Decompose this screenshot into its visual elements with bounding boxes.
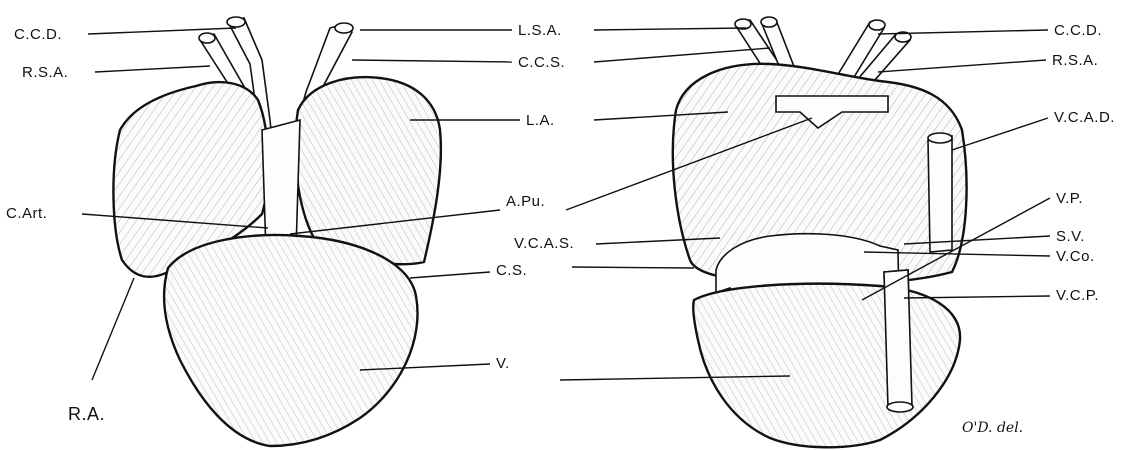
right-heart-drawing xyxy=(673,17,967,447)
artist-signature: O'D. del. xyxy=(962,420,1023,436)
right-vcad-tube xyxy=(928,136,952,252)
label-vcad: V.C.A.D. xyxy=(1054,109,1115,126)
label-rsa-left: R.S.A. xyxy=(22,64,68,81)
label-lsa: L.S.A. xyxy=(518,22,562,39)
label-v: V. xyxy=(496,355,510,372)
label-ccd-right: C.C.D. xyxy=(1054,22,1102,39)
left-heart-drawing xyxy=(113,17,440,446)
label-apu: A.Pu. xyxy=(506,193,545,210)
label-ccd-left: C.C.D. xyxy=(14,26,62,43)
label-la: L.A. xyxy=(526,112,555,129)
label-sv: S.V. xyxy=(1056,228,1085,245)
label-ccs: C.C.S. xyxy=(518,54,565,71)
label-vp: V.P. xyxy=(1056,190,1083,207)
label-cs: C.S. xyxy=(496,262,527,279)
label-ra: R.A. xyxy=(68,404,105,424)
label-vco: V.Co. xyxy=(1056,248,1095,265)
left-conus xyxy=(262,120,300,252)
label-cart: C.Art. xyxy=(6,205,47,222)
label-vcas: V.C.A.S. xyxy=(514,235,574,252)
label-vcp: V.C.P. xyxy=(1056,287,1099,304)
label-rsa-right: R.S.A. xyxy=(1052,52,1098,69)
